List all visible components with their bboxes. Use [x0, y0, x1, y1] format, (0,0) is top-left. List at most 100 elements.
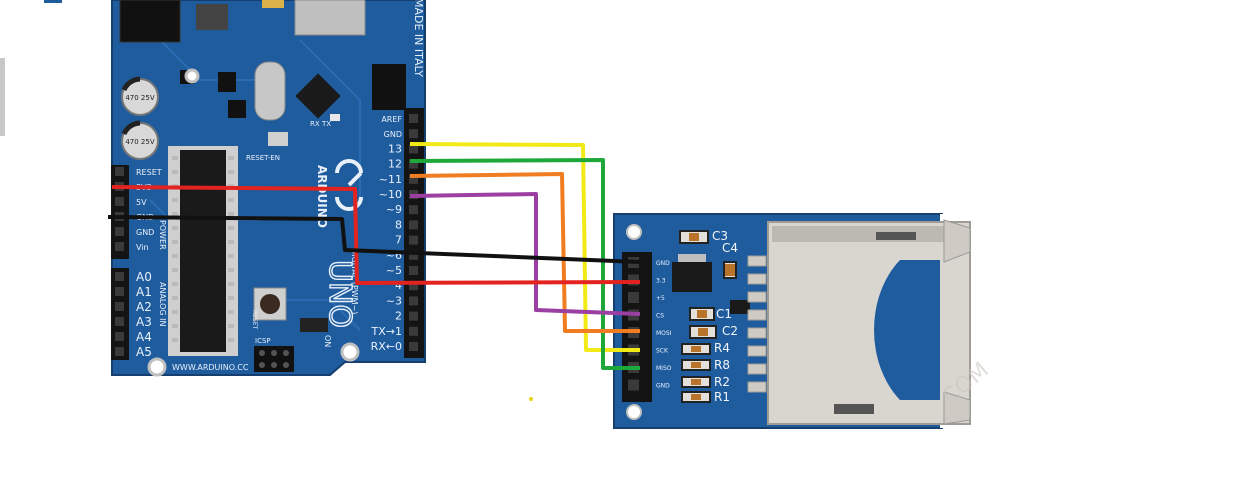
capacitor-1-label: 470 25V	[125, 94, 154, 102]
sd-contacts	[747, 255, 767, 393]
analog-pin-label: A2	[136, 300, 152, 314]
analog-pin-label: A0	[136, 270, 152, 284]
wire-10-cs	[409, 192, 641, 316]
power-label: POWER	[158, 220, 167, 250]
digital-pin	[409, 250, 418, 260]
reset-button-label: RESET	[251, 310, 258, 330]
analog-pin-label: A5	[136, 345, 152, 359]
sd-component-body	[698, 328, 708, 336]
digital-pin	[409, 114, 418, 123]
sd-pin-label: +5	[656, 295, 665, 302]
mounting-hole	[626, 404, 642, 420]
power-pin-label: 5V	[136, 198, 147, 207]
capacitor-2: 470 25V	[121, 120, 159, 160]
digital-pin-label: ~3	[386, 294, 402, 307]
power-pin	[115, 197, 124, 206]
digital-pin-label: ~10	[379, 188, 402, 201]
sd-pin	[628, 292, 639, 303]
analog-label: ANALOG IN	[158, 282, 167, 327]
sd-component-label: R2	[714, 375, 730, 389]
arduino-model: UNO	[322, 260, 357, 328]
on-label: ON	[323, 335, 332, 347]
website-label: WWW.ARDUINO.CC	[172, 363, 249, 372]
digital-pin	[409, 205, 418, 215]
analog-pin	[115, 317, 124, 326]
wire-13-sck	[409, 142, 640, 352]
mounting-hole	[340, 342, 360, 362]
analog-pin	[115, 272, 124, 281]
digital-pin	[409, 159, 418, 169]
digital-pin	[409, 296, 418, 306]
sd-pin-label: 3.3	[656, 278, 666, 285]
digital-pin-label: 2	[395, 310, 402, 323]
digital-pin	[409, 144, 418, 154]
sd-component-label: R1	[714, 390, 730, 404]
digital-pin-label: 12	[388, 158, 402, 171]
sd-component-label: R8	[714, 358, 730, 372]
power-pin-label: Vin	[136, 243, 149, 252]
arduino-brand: ARDUINO	[315, 165, 329, 228]
analog-header	[111, 268, 129, 360]
analog-pin-label: A4	[136, 330, 152, 344]
sd-pin-label: GND	[656, 383, 670, 390]
icsp-header-bottom	[254, 346, 294, 372]
capacitor-1: 470 25V	[121, 76, 159, 116]
regulator	[196, 4, 228, 30]
reset-button[interactable]	[253, 287, 287, 321]
sd-component-body	[689, 233, 699, 241]
power-pin	[115, 167, 124, 176]
power-jack	[119, 0, 181, 43]
digital-pin-label: TX→1	[371, 325, 402, 338]
corner-mark	[44, 0, 62, 3]
digital-pin-label: 8	[395, 218, 402, 231]
digital-pin	[409, 311, 418, 321]
icsp-header-top	[372, 64, 406, 110]
sd-component-label: C1	[716, 307, 732, 321]
sd-component-body	[691, 362, 701, 368]
usb-connector	[294, 0, 366, 36]
sd-component-label: C3	[712, 229, 728, 243]
power-pin	[115, 227, 124, 236]
digital-pin-label: RX←0	[371, 340, 402, 353]
sd-pin-label: SCK	[656, 348, 669, 355]
tx-label: TX	[321, 120, 331, 128]
stray-dot	[529, 397, 533, 401]
digital-pin-label: 4	[395, 279, 402, 292]
analog-pin-label: A3	[136, 315, 152, 329]
sd-component-label: R4	[714, 341, 730, 355]
capacitor-2-label: 470 25V	[125, 138, 154, 146]
arduino-board: 470 25V 470 25V TX RX RESET-EN MADE IN I…	[111, 0, 426, 377]
sd-component-body	[691, 394, 701, 400]
digital-pin	[409, 342, 418, 351]
digital-pin	[409, 129, 418, 139]
power-pin-label: RESET	[136, 168, 162, 177]
sd-pin-label: MISO	[656, 365, 672, 372]
digital-label: DIGITAL (PWM~)	[350, 248, 359, 314]
sd-pin-label: CS	[656, 313, 664, 320]
sd-card-slot	[767, 219, 971, 425]
digital-pin	[409, 174, 418, 184]
digital-header	[404, 108, 424, 358]
digital-pin	[409, 281, 418, 291]
arduino-logo	[335, 159, 363, 211]
sd-pin	[628, 274, 639, 286]
sd-regulator-tab	[678, 254, 706, 262]
digital-pin-label: AREF	[381, 115, 402, 124]
smd-part	[228, 100, 246, 118]
atmega-chip	[168, 146, 238, 356]
sd-pin	[628, 379, 639, 391]
wire-12-miso	[409, 158, 640, 370]
edge-mark	[0, 58, 5, 136]
smd-part	[300, 318, 328, 332]
made-in-italy: MADE IN ITALY	[412, 0, 425, 77]
sd-pin-label: MOSI	[656, 330, 672, 337]
digital-pin-label: ~5	[386, 264, 402, 277]
rx-label: RX	[310, 120, 320, 128]
crystal	[254, 61, 286, 121]
smd-part	[218, 72, 236, 92]
sd-chip	[730, 300, 750, 314]
mounting-hole	[147, 357, 167, 377]
sd-component-label: C2	[722, 324, 738, 338]
